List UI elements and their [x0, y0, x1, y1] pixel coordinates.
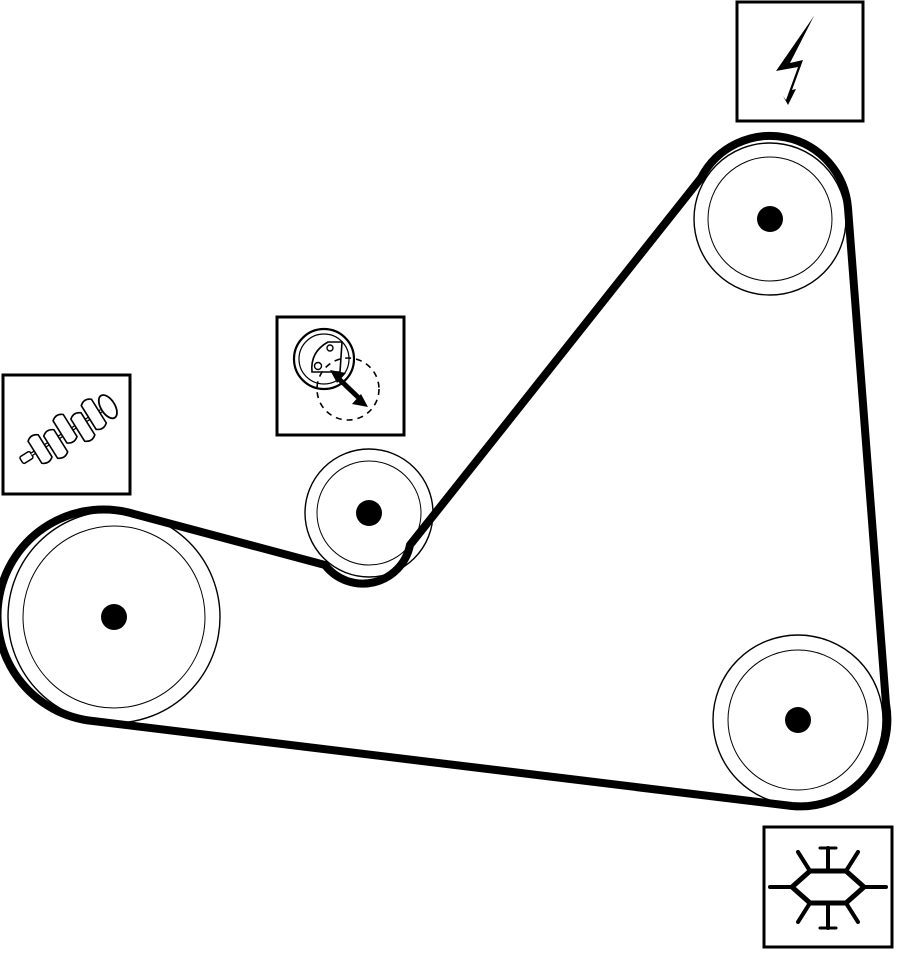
- tensioner-pulley-hub: [356, 500, 382, 526]
- ac-compressor-pulley: [712, 634, 884, 806]
- belt-tensioner-icon: [292, 327, 380, 421]
- crankshaft-icon-box: [1, 373, 132, 496]
- alternator-icon-box: [735, 0, 865, 123]
- ac-compressor-icon-box: [762, 825, 894, 949]
- tensioner-pulley: [304, 448, 434, 578]
- alternator-pulley: [693, 142, 847, 296]
- drive-belt: [0, 131, 892, 811]
- lightning-bolt-icon: [776, 16, 814, 105]
- ac-compressor-pulley-hub: [785, 707, 811, 733]
- tensioner-icon-box: [275, 315, 406, 437]
- crankshaft-icon: [19, 394, 118, 465]
- snowflake-icon: [768, 846, 888, 930]
- crankshaft-pulley: [7, 510, 221, 724]
- crankshaft-pulley-hub: [101, 604, 127, 630]
- alternator-pulley-hub: [757, 206, 783, 232]
